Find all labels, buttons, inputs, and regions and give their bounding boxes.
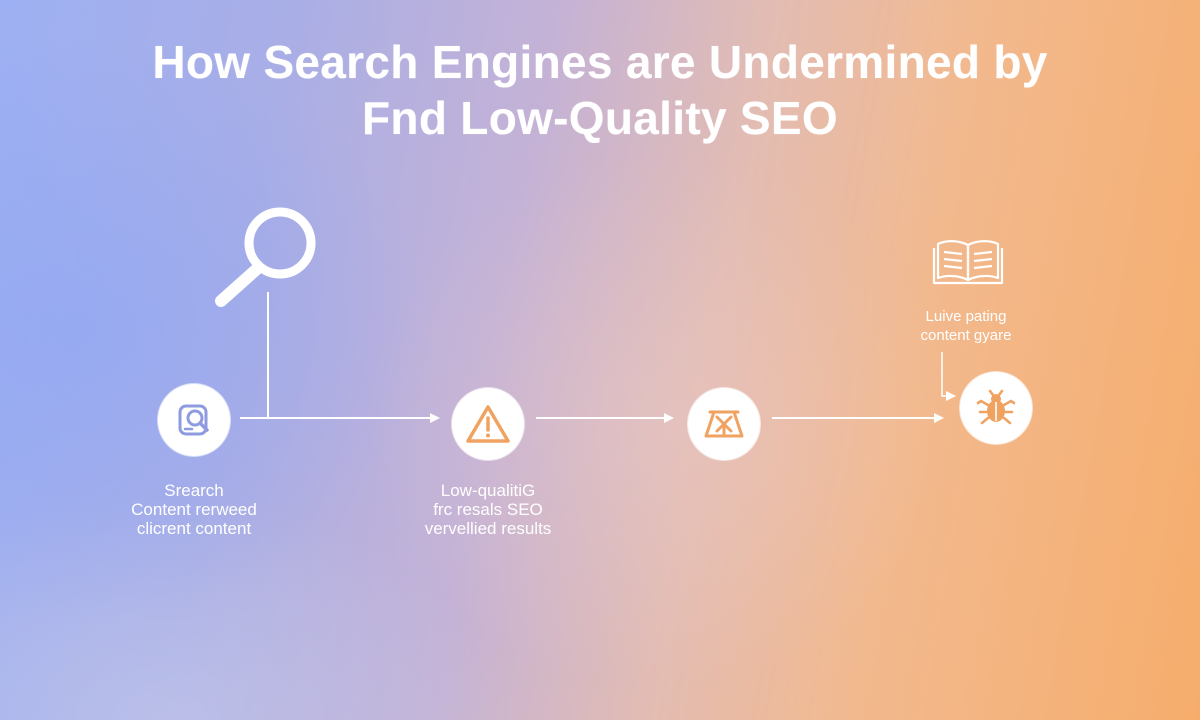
step-1-node (158, 384, 230, 456)
search-document-icon (178, 404, 209, 436)
step-2-node (452, 388, 524, 460)
bug-icon (976, 389, 1016, 425)
open-book-icon (932, 240, 1004, 285)
side-note-label-line-2: content gyare (920, 327, 1012, 344)
step-2-label: Low-qualitiG frc resals SEO vervellied r… (388, 481, 588, 538)
step-2-label-line-2: frc resals SEO (433, 500, 543, 519)
step-1-label: Srearch Content rerweed clicrent content (94, 481, 294, 538)
title-line-1: How Search Engines are Undermined by (152, 36, 1048, 88)
magnifier-icon (215, 207, 316, 307)
step-1-label-line-1: Srearch (164, 481, 224, 500)
side-note-label: Luive pating content gyare (886, 307, 1046, 345)
arrow-note-to-step4 (941, 352, 956, 401)
step-1-label-line-3: clicrent content (136, 519, 252, 538)
step-1-label-line-2: Content rerweed (131, 500, 257, 519)
diagram-title: How Search Engines are Undermined by Fnd… (0, 34, 1200, 146)
step-2-label-line-1: Low-qualitiG (440, 481, 536, 500)
broken-warning-icon (704, 410, 744, 438)
side-note-label-line-1: Luive pating (925, 308, 1007, 325)
title-line-2: Fnd Low-Quality SEO (362, 92, 838, 144)
step-3-node (688, 388, 760, 460)
step-2-label-line-3: vervellied results (424, 519, 552, 538)
step-4-node (960, 372, 1032, 444)
warning-triangle-icon (466, 405, 510, 443)
